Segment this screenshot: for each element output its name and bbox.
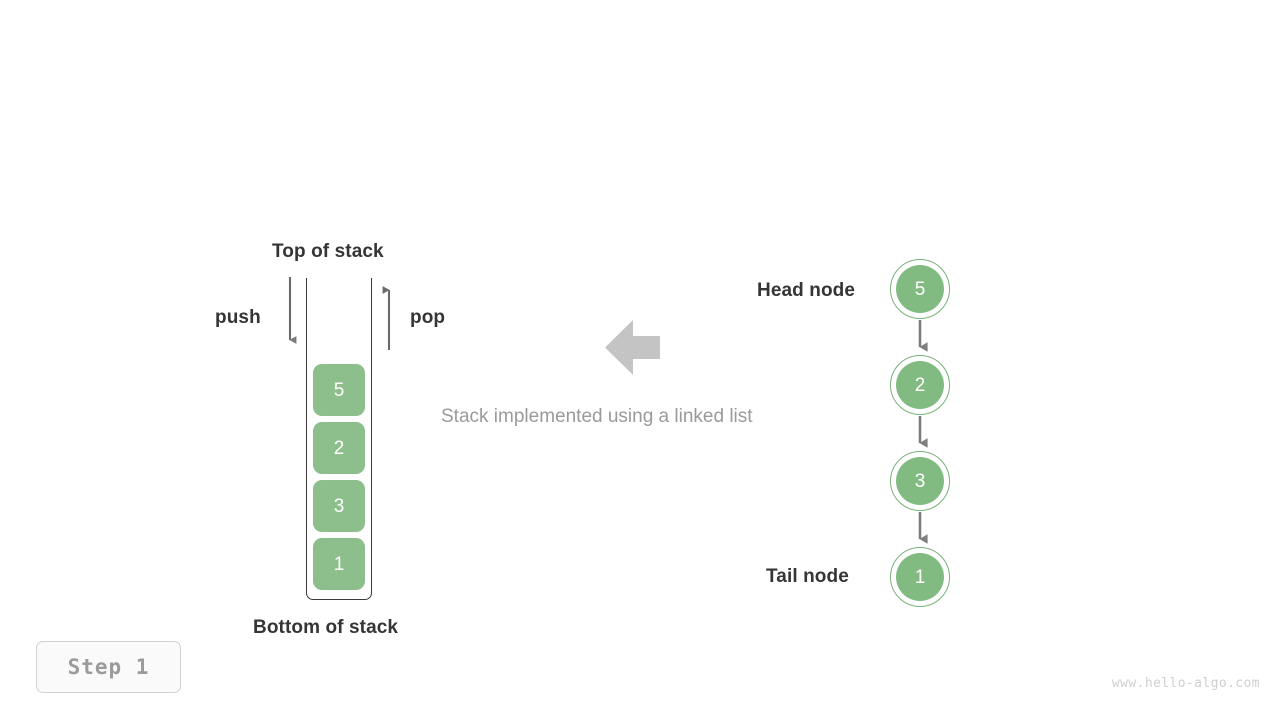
linked-list-node-value: 3 xyxy=(896,457,944,505)
linked-list-node: 2 xyxy=(890,355,950,415)
linked-list-node-value: 1 xyxy=(896,553,944,601)
stack-cell: 1 xyxy=(313,538,365,590)
center-caption: Stack implemented using a linked list xyxy=(441,406,753,427)
arrow-left-icon xyxy=(605,320,660,375)
linked-list-node: 3 xyxy=(890,451,950,511)
pop-label: pop xyxy=(410,307,446,328)
stack-cell: 2 xyxy=(313,422,365,474)
stack-cell: 3 xyxy=(313,480,365,532)
tail-node-label: Tail node xyxy=(766,566,849,587)
linked-list-node-value: 2 xyxy=(896,361,944,409)
push-label: push xyxy=(215,307,261,328)
linked-list-node: 1 xyxy=(890,547,950,607)
top-of-stack-label: Top of stack xyxy=(272,241,384,262)
watermark: www.hello-algo.com xyxy=(1111,676,1260,691)
linked-list-node: 5 xyxy=(890,259,950,319)
step-badge: Step 1 xyxy=(36,641,181,693)
head-node-label: Head node xyxy=(757,280,856,301)
stack-cell: 5 xyxy=(313,364,365,416)
linked-list-node-value: 5 xyxy=(896,265,944,313)
bottom-of-stack-label: Bottom of stack xyxy=(253,617,399,638)
stack-container xyxy=(306,278,372,600)
